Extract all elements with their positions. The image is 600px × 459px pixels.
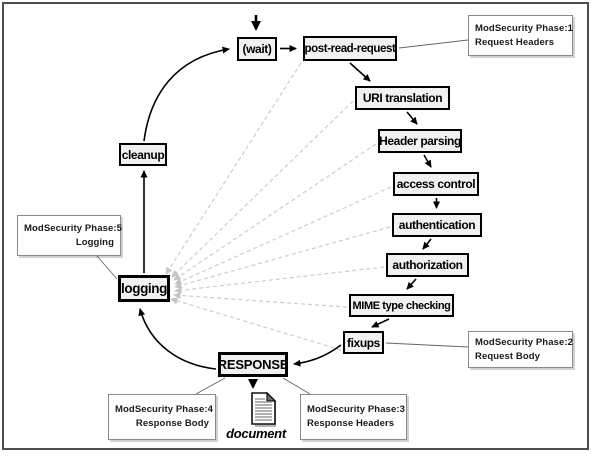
callout-phase2-line1: ModSecurity Phase:2 <box>475 336 573 348</box>
node-access-control: access control <box>393 172 479 196</box>
node-response: RESPONSE <box>218 352 289 377</box>
diagram-frame <box>2 2 589 450</box>
node-authorization: authorization <box>386 253 469 277</box>
node-header-parsing: Header parsing <box>378 129 462 153</box>
callout-modsecurity-phase1: ModSecurity Phase:1 Request Headers <box>468 15 573 56</box>
callout-modsecurity-phase2: ModSecurity Phase:2 Request Body <box>468 331 573 368</box>
node-uri-translation: URI translation <box>355 86 450 110</box>
phase-hook-dashed-arrows <box>165 62 392 351</box>
callout-phase5-line2: Logging <box>75 236 114 248</box>
callout-phase3-line1: ModSecurity Phase:3 <box>307 404 405 416</box>
document-icon <box>251 391 278 427</box>
callout-phase4-line2: Response Body <box>135 418 209 429</box>
node-post-read-request: post-read-request <box>303 36 397 61</box>
callout-phase5-line1: ModSecurity Phase:5 <box>24 222 122 234</box>
node-logging: logging <box>118 275 170 302</box>
callout-phase1-line2: Request Headers <box>475 36 555 48</box>
callout-phase3-line2: Response Headers <box>307 418 395 429</box>
callout-modsecurity-phase5: ModSecurity Phase:5 Logging <box>17 215 122 256</box>
document-label: document <box>226 426 286 441</box>
node-cleanup: cleanup <box>119 143 167 166</box>
flow-arrows <box>138 15 440 389</box>
callout-phase2-line2: Request Body <box>475 350 541 362</box>
document-figure: document <box>226 391 286 443</box>
callout-modsecurity-phase3: ModSecurity Phase:3 Response Headers <box>300 394 407 440</box>
node-mime-type-checking: MIME type checking <box>349 294 454 317</box>
node-wait: (wait) <box>237 37 277 61</box>
node-authentication: authentication <box>392 213 482 237</box>
node-fixups: fixups <box>343 331 384 354</box>
callout-modsecurity-phase4: ModSecurity Phase:4 Response Body <box>108 394 216 440</box>
callout-phase4-line1: ModSecurity Phase:4 <box>115 404 213 416</box>
callout-phase1-line1: ModSecurity Phase:1 <box>475 22 573 34</box>
callout-connector-lines <box>96 39 469 395</box>
